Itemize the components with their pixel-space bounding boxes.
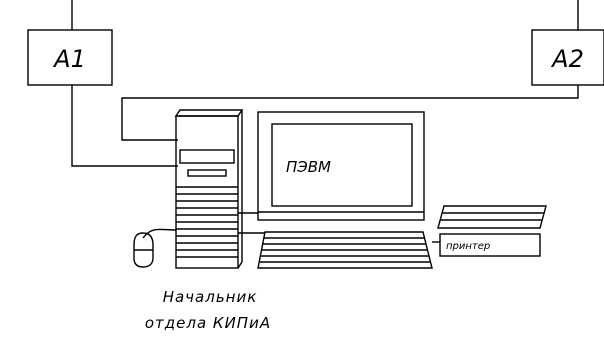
mouse [133, 228, 177, 268]
pc-label: ПЭВМ [286, 158, 331, 176]
device-a2-box [531, 29, 604, 86]
device-a2-label: A2 [550, 45, 584, 73]
printer-label: принтер [446, 241, 490, 252]
printer [437, 205, 547, 257]
caption-line1: Начальник [163, 288, 258, 306]
system-unit-side [174, 109, 244, 117]
device-a1-box [27, 29, 113, 86]
line-a1-to-pc [71, 85, 178, 167]
system-unit [175, 115, 239, 269]
system-unit-side-bottom [237, 261, 243, 269]
caption-line2: отдела КИПиА [145, 314, 271, 332]
monitor [257, 111, 425, 221]
keyboard [257, 231, 433, 269]
line-a2-to-pc [121, 85, 579, 141]
device-a1-label: A1 [52, 45, 86, 73]
